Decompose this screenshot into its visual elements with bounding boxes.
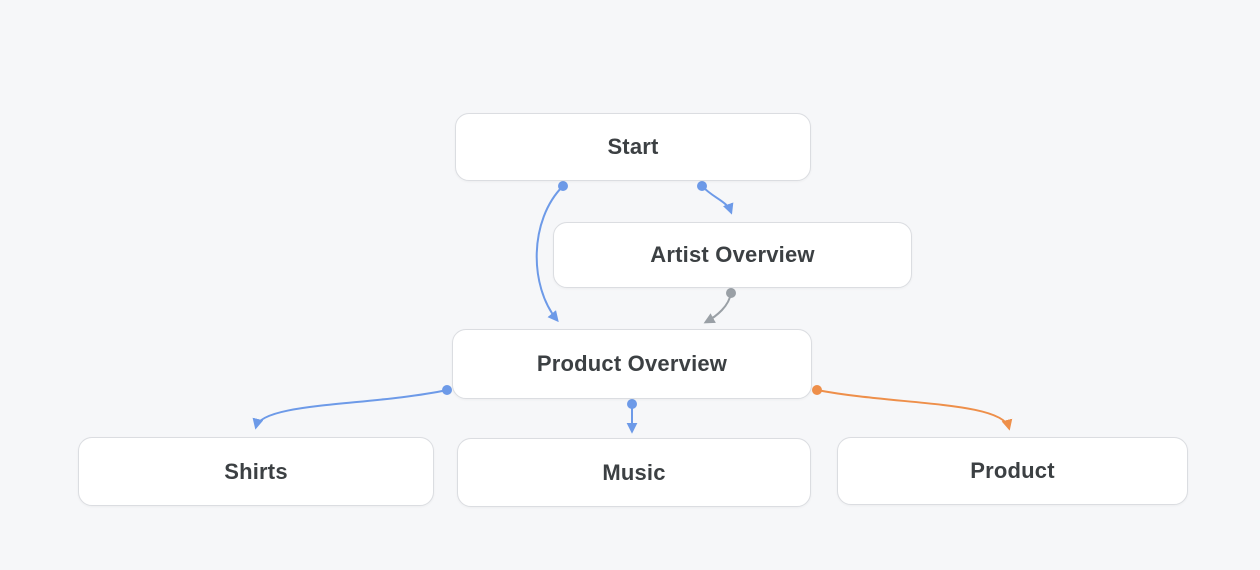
- edge-product-overview-to-product[interactable]: [816, 389, 1013, 431]
- edge-start-to-product-overview[interactable]: [535, 185, 564, 323]
- node-start[interactable]: Start: [455, 113, 811, 181]
- node-label: Start: [607, 134, 659, 159]
- node-label: Product: [970, 458, 1055, 483]
- edge-artist-overview-to-product-overview[interactable]: [703, 292, 732, 324]
- edge-source-dot: [812, 385, 822, 395]
- edge-source-dot: [726, 288, 736, 298]
- node-shirts[interactable]: Shirts: [78, 437, 434, 506]
- node-music[interactable]: Music: [457, 438, 811, 507]
- node-label: Shirts: [224, 458, 288, 484]
- edge-start-to-artist-overview[interactable]: [701, 185, 734, 215]
- edge-product-overview-to-shirts[interactable]: [252, 389, 448, 430]
- edge-source-dot: [627, 399, 637, 409]
- edge-source-dot: [697, 181, 707, 191]
- node-artist-overview[interactable]: Artist Overview: [553, 222, 912, 288]
- node-label: Music: [602, 459, 666, 485]
- node-label: Artist Overview: [650, 242, 815, 267]
- edge-source-dot: [558, 181, 568, 191]
- edge-source-dot: [442, 385, 452, 395]
- node-label: Product Overview: [536, 351, 728, 376]
- node-product-overview[interactable]: Product Overview: [452, 329, 812, 399]
- node-product[interactable]: Product: [837, 437, 1188, 505]
